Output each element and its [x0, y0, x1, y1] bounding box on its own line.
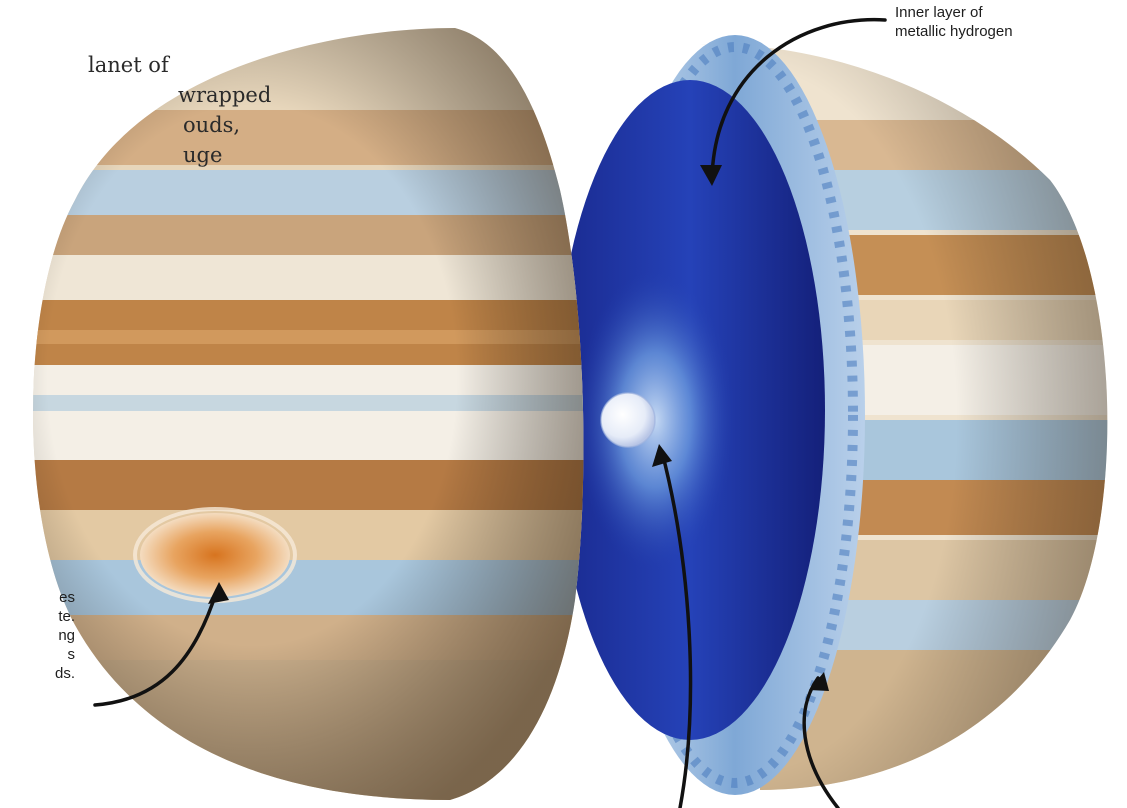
- callout-arrows: [93, 17, 887, 808]
- label-line: metallic hydrogen: [895, 23, 1013, 40]
- intro-line: wrapped: [178, 83, 272, 107]
- intro-paragraph: lanet of wrapped ouds, uge: [88, 50, 308, 170]
- jupiter-left-hemisphere: [32, 28, 584, 800]
- great-red-spot-label: es te. ng s ds.: [0, 588, 75, 683]
- label-line: Inner layer of: [895, 4, 983, 21]
- metallic-hydrogen-arrow: [710, 17, 887, 180]
- cutaway-face: [555, 35, 865, 795]
- rocky-core: [601, 393, 655, 447]
- label-line: s: [67, 646, 76, 663]
- label-line: es: [59, 589, 75, 606]
- intro-line: uge: [183, 143, 223, 167]
- label-line: ng: [58, 627, 75, 644]
- arrowheads: [208, 165, 829, 691]
- intro-line: lanet of: [88, 53, 169, 77]
- intro-line: ouds,: [183, 113, 241, 137]
- great-red-spot-arrow: [93, 588, 219, 707]
- label-line: te.: [58, 608, 75, 625]
- core-arrow: [660, 450, 693, 808]
- metallic-hydrogen-label: Inner layer of metallic hydrogen: [895, 3, 1125, 41]
- label-line: ds.: [54, 665, 75, 682]
